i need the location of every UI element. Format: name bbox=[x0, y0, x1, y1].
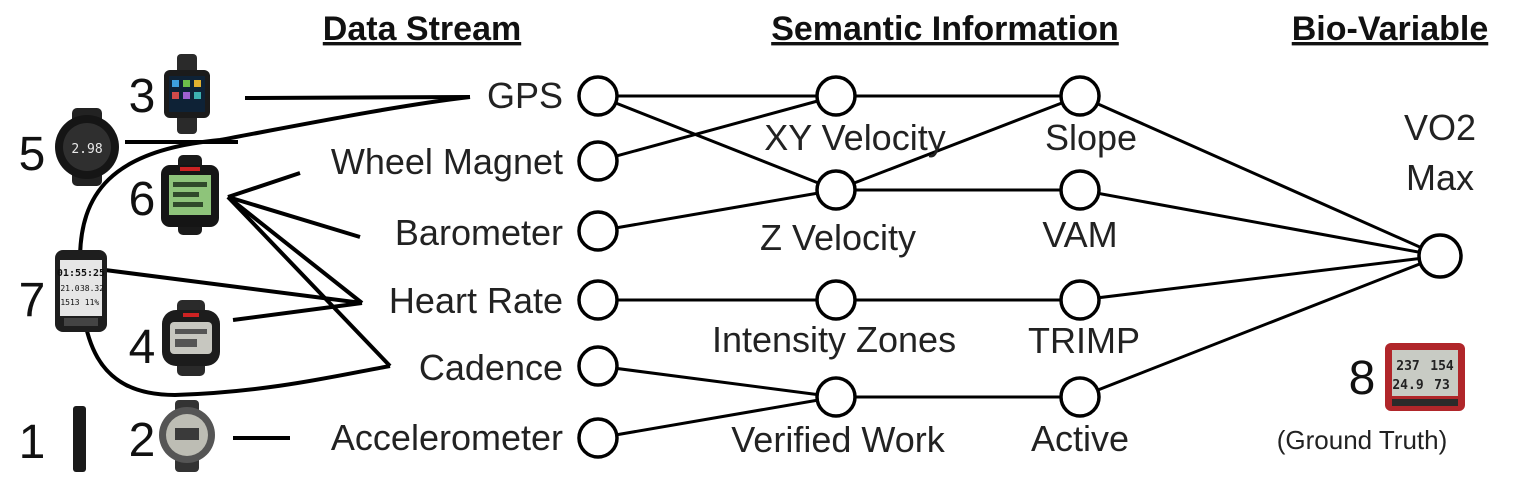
device-3-watch-icon bbox=[164, 54, 210, 134]
header-semantic-information: Semantic Information bbox=[771, 10, 1119, 48]
label-heart-rate: Heart Rate bbox=[389, 280, 563, 321]
device-7-bike-computer-icon: 01:55:25 21.0 38.32 1513 11% bbox=[55, 250, 107, 332]
label-vo2: VO2 bbox=[1404, 107, 1476, 148]
device6-to-heartrate bbox=[226, 195, 364, 305]
node-slope bbox=[1059, 75, 1101, 117]
device-number-4: 4 bbox=[129, 321, 156, 374]
device-1-sensor-icon bbox=[73, 406, 86, 472]
edge-z-slope bbox=[835, 94, 1081, 192]
device-2-watch-icon bbox=[159, 400, 215, 472]
label-intensity-zones: Intensity Zones bbox=[712, 319, 956, 360]
label-trimp: TRIMP bbox=[1028, 320, 1140, 361]
device-7-val-a: 21.0 bbox=[60, 284, 79, 293]
device7-to-heartrate bbox=[104, 268, 363, 305]
node-vo2-max bbox=[1417, 233, 1463, 279]
device-4-watch-icon bbox=[162, 300, 220, 376]
label-max: Max bbox=[1406, 157, 1474, 198]
edge-accel-work bbox=[597, 395, 837, 440]
node-heart-rate bbox=[577, 279, 619, 321]
node-verified-work bbox=[815, 376, 857, 418]
edge-wheel-xy bbox=[597, 94, 837, 163]
label-accelerometer: Accelerometer bbox=[331, 417, 563, 458]
node-xy-velocity bbox=[815, 75, 857, 117]
device6-to-cadence bbox=[226, 195, 392, 368]
edge-trimp-vo2 bbox=[1079, 254, 1441, 302]
label-cadence: Cadence bbox=[419, 347, 563, 388]
device-number-5: 5 bbox=[19, 128, 46, 181]
device-7-val-c: 1513 bbox=[60, 298, 79, 307]
label-gps: GPS bbox=[487, 75, 563, 116]
label-wheel-magnet: Wheel Magnet bbox=[331, 141, 563, 182]
device-number-2: 2 bbox=[129, 414, 156, 467]
node-z-velocity bbox=[815, 169, 857, 211]
device-number-8: 8 bbox=[1349, 352, 1376, 405]
device4-to-heartrate bbox=[232, 301, 363, 322]
node-wheel-magnet bbox=[577, 140, 619, 182]
node-vam bbox=[1059, 169, 1101, 211]
device-number-3: 3 bbox=[129, 70, 156, 123]
header-bio-variable: Bio-Variable bbox=[1292, 10, 1489, 48]
edge-slope-vo2 bbox=[1079, 94, 1441, 258]
device-8-val-d: 73 bbox=[1434, 378, 1450, 393]
node-gps bbox=[577, 75, 619, 117]
edge-cadence-work bbox=[597, 364, 837, 399]
node-cadence bbox=[577, 345, 619, 387]
node-intensity-zones bbox=[815, 279, 857, 321]
device-number-1: 1 bbox=[19, 416, 46, 469]
label-verified-work: Verified Work bbox=[731, 419, 945, 460]
device6-to-wheel bbox=[227, 171, 301, 199]
label-active: Active bbox=[1031, 418, 1129, 459]
edge-vam-vo2 bbox=[1079, 188, 1441, 258]
device-7-time: 01:55:25 bbox=[57, 268, 105, 279]
device-8-val-a: 237 bbox=[1396, 359, 1419, 374]
label-vam: VAM bbox=[1042, 214, 1117, 255]
device6-to-barometer bbox=[227, 195, 361, 239]
device3-to-gps bbox=[244, 95, 471, 100]
device-5-watch-icon: 2.98 bbox=[55, 108, 119, 186]
label-z-velocity: Z Velocity bbox=[760, 217, 916, 258]
device-8-val-b: 154 bbox=[1430, 359, 1454, 374]
header-data-stream: Data Stream bbox=[323, 10, 521, 48]
label-barometer: Barometer bbox=[395, 212, 563, 253]
graph-edges bbox=[597, 94, 1441, 440]
node-barometer bbox=[577, 210, 619, 252]
device-8-power-meter-icon: 237 154 24.9 73 bbox=[1385, 343, 1465, 411]
ground-truth-label: (Ground Truth) bbox=[1277, 425, 1448, 455]
semantic-nodes bbox=[815, 75, 1101, 418]
edge-gps-z bbox=[597, 94, 837, 192]
device-number-7: 7 bbox=[19, 274, 46, 327]
node-trimp bbox=[1059, 279, 1101, 321]
label-xy-velocity: XY Velocity bbox=[764, 117, 945, 158]
device-8-val-c: 24.9 bbox=[1392, 378, 1423, 393]
device-6-watch-icon bbox=[161, 155, 219, 235]
node-accelerometer bbox=[577, 417, 619, 459]
device-number-6: 6 bbox=[129, 173, 156, 226]
device-5-screen-value: 2.98 bbox=[71, 142, 102, 157]
edge-active-vo2 bbox=[1079, 254, 1441, 399]
device-connections bbox=[77, 95, 471, 440]
edge-baro-z bbox=[597, 188, 837, 233]
data-stream-nodes bbox=[577, 75, 619, 459]
device-7-val-d: 11% bbox=[85, 298, 100, 307]
device-7-val-b: 38.32 bbox=[80, 284, 104, 293]
label-slope: Slope bbox=[1045, 117, 1137, 158]
node-active bbox=[1059, 376, 1101, 418]
